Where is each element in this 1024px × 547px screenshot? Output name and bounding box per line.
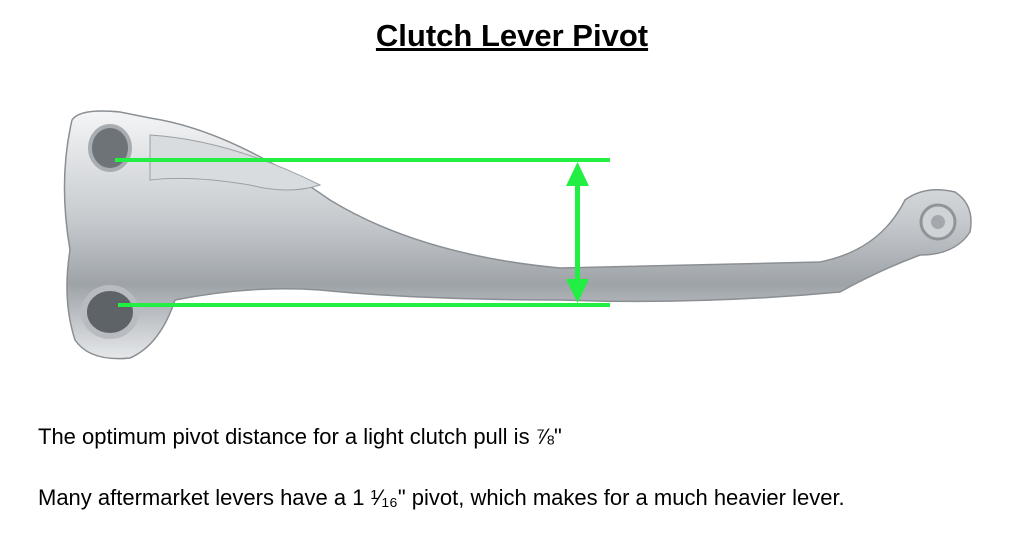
optimum-pivot-caption: The optimum pivot distance for a light c… — [38, 424, 562, 449]
diagram-title: Clutch Lever Pivot — [375, 18, 649, 53]
pivot-distance-arrow — [566, 162, 589, 303]
aftermarket-pivot-caption: Many aftermarket levers have a 1 ¹⁄₁₆" p… — [38, 485, 845, 510]
clutch-lever-image — [63, 110, 972, 360]
